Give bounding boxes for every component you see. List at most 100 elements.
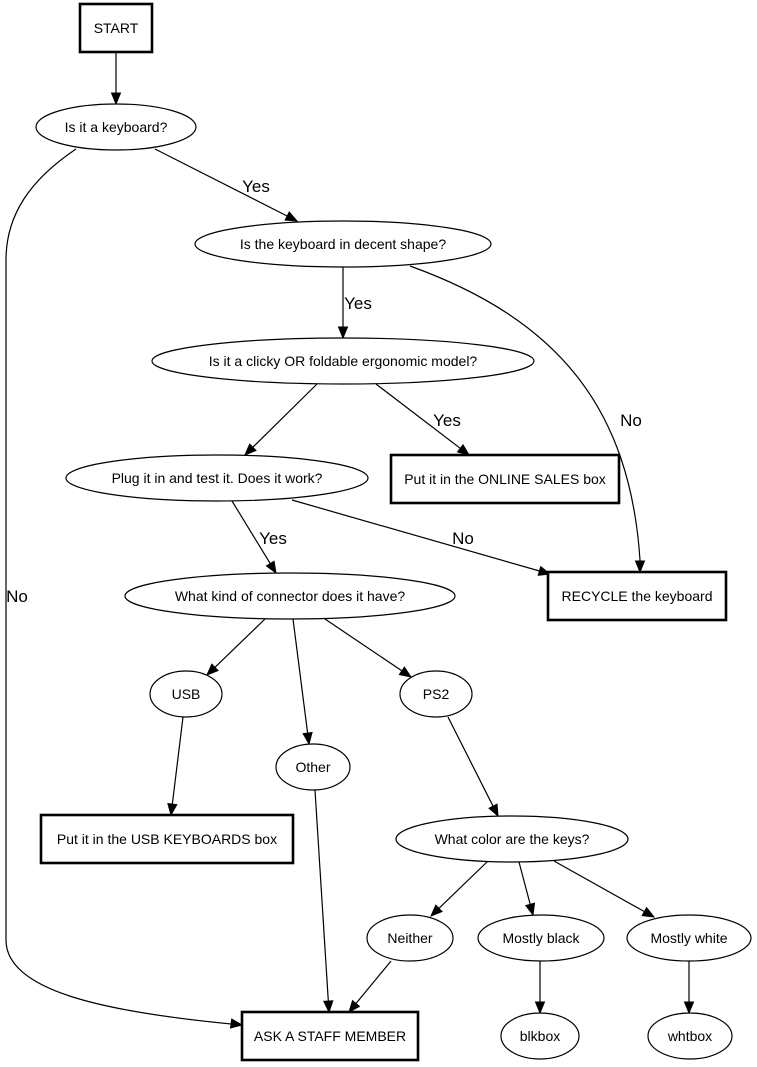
node-ps2-ellipse	[399, 670, 473, 718]
node-ps2-label: PS2	[423, 686, 450, 702]
edge-clicky-to-online-sales	[375, 383, 471, 456]
node-start[interactable]: START	[78, 2, 154, 54]
node-clicky-ellipse	[151, 337, 535, 385]
edge-other-to-ask-staff-arrowhead-icon	[323, 1000, 334, 1014]
node-mostly-white-label: Mostly white	[650, 930, 727, 946]
edge-clicky-to-plug-test-line	[251, 383, 318, 449]
edge-connector-to-ps2	[324, 618, 413, 678]
edge-mostly-black-to-blkbox	[534, 961, 546, 1015]
node-decent-shape-label: Is the keyboard in decent shape?	[240, 236, 446, 252]
node-mostly-white-ellipse	[626, 914, 752, 962]
node-whtbox-label: whtbox	[667, 1028, 712, 1044]
node-other-ellipse	[275, 743, 351, 791]
node-clicky-label: Is it a clicky OR foldable ergonomic mod…	[209, 353, 478, 369]
edge-neither-to-ask-staff-line	[354, 960, 392, 1005]
node-clicky[interactable]: Is it a clicky OR foldable ergonomic mod…	[151, 337, 535, 385]
node-connector[interactable]: What kind of connector does it have?	[124, 572, 456, 620]
edge-neither-to-ask-staff-arrowhead-icon	[348, 999, 361, 1014]
edge-connector-to-other	[292, 618, 313, 746]
edge-clicky-to-online-sales-line	[375, 383, 462, 450]
edge-is-keyboard-to-ask-staff-arrowhead-icon	[229, 1018, 244, 1029]
edge-plug-test-to-recycle-line	[291, 499, 541, 572]
node-usb-box-label: Put it in the USB KEYBOARDS box	[57, 831, 277, 847]
edge-start-to-is-keyboard	[110, 52, 122, 106]
edge-other-to-ask-staff-line	[314, 789, 329, 1003]
node-whtbox[interactable]: whtbox	[647, 1012, 733, 1060]
node-is-keyboard-ellipse	[35, 103, 197, 151]
edge-key-color-to-neither-line	[437, 860, 489, 910]
edge-is-keyboard-to-ask-staff-label: No	[6, 587, 28, 606]
edge-connector-to-ps2-arrowhead-icon	[398, 666, 413, 678]
node-start-label: START	[94, 20, 139, 36]
node-key-color-label: What color are the keys?	[435, 831, 590, 847]
edge-is-keyboard-to-decent-shape-arrowhead-icon	[284, 211, 299, 222]
edge-is-keyboard-to-decent-shape-label: Yes	[242, 177, 270, 196]
edge-decent-shape-to-recycle-label: No	[620, 411, 642, 430]
edge-clicky-to-plug-test-arrowhead-icon	[244, 443, 257, 456]
nodes-layer: START Is it a keyboard? Is the keyboard in…	[35, 2, 752, 1062]
edge-mostly-white-to-whtbox	[683, 961, 695, 1015]
edges-layer	[5, 52, 695, 1029]
edge-mostly-black-to-blkbox-arrowhead-icon	[534, 1001, 546, 1015]
edge-usb-to-usb-box-arrowhead-icon	[167, 802, 178, 817]
node-online-sales-label: Put it in the ONLINE SALES box	[404, 471, 606, 487]
node-other[interactable]: Other	[275, 743, 351, 791]
node-key-color-ellipse	[395, 815, 629, 863]
node-neither-ellipse	[366, 914, 454, 962]
edge-start-to-is-keyboard-arrowhead-icon	[110, 92, 122, 106]
node-recycle-label: RECYCLE the keyboard	[562, 588, 713, 604]
edge-is-keyboard-to-ask-staff-line	[5, 148, 243, 1026]
edge-decent-shape-to-recycle	[409, 265, 646, 574]
node-ask-staff-box	[240, 1010, 420, 1062]
node-usb-box[interactable]: Put it in the USB KEYBOARDS box	[39, 813, 295, 865]
node-online-sales[interactable]: Put it in the ONLINE SALES box	[389, 453, 621, 505]
edge-key-color-to-mostly-black-arrowhead-icon	[524, 902, 536, 917]
node-is-keyboard[interactable]: Is it a keyboard?	[35, 103, 197, 151]
edge-clicky-to-online-sales-arrowhead-icon	[456, 443, 471, 456]
edge-key-color-to-neither-arrowhead-icon	[430, 904, 443, 917]
edge-is-keyboard-to-ask-staff	[5, 148, 244, 1029]
node-mostly-black-ellipse	[477, 914, 605, 962]
node-usb[interactable]: USB	[149, 670, 223, 718]
edge-clicky-to-online-sales-label: Yes	[433, 411, 461, 430]
node-other-label: Other	[295, 759, 330, 775]
edge-connector-to-usb-arrowhead-icon	[206, 663, 219, 676]
node-blkbox-label: blkbox	[520, 1028, 560, 1044]
node-plug-test-label: Plug it in and test it. Does it work?	[112, 470, 323, 486]
node-decent-shape[interactable]: Is the keyboard in decent shape?	[194, 220, 492, 268]
edge-plug-test-to-recycle	[291, 499, 552, 576]
node-ps2[interactable]: PS2	[399, 670, 473, 718]
edge-connector-to-usb	[206, 618, 266, 676]
node-mostly-white[interactable]: Mostly white	[626, 914, 752, 962]
node-mostly-black[interactable]: Mostly black	[477, 914, 605, 962]
edge-key-color-to-mostly-black-line	[518, 861, 532, 906]
node-plug-test[interactable]: Plug it in and test it. Does it work?	[65, 454, 369, 502]
node-online-sales-box	[389, 453, 621, 505]
node-plug-test-ellipse	[65, 454, 369, 502]
node-neither[interactable]: Neither	[366, 914, 454, 962]
node-blkbox[interactable]: blkbox	[500, 1012, 580, 1060]
edge-decent-shape-to-recycle-arrowhead-icon	[634, 560, 646, 574]
node-connector-ellipse	[124, 572, 456, 620]
node-ask-staff-label: ASK A STAFF MEMBER	[254, 1028, 406, 1044]
edge-neither-to-ask-staff	[348, 960, 392, 1014]
edge-key-color-to-mostly-white-line	[553, 860, 646, 913]
node-key-color[interactable]: What color are the keys?	[395, 815, 629, 863]
edge-ps2-to-key-color	[447, 716, 499, 818]
node-usb-ellipse	[149, 670, 223, 718]
edge-plug-test-to-connector	[231, 500, 277, 575]
edge-plug-test-to-connector-line	[231, 500, 272, 565]
edge-usb-to-usb-box-line	[171, 716, 184, 806]
node-recycle[interactable]: RECYCLE the keyboard	[546, 570, 728, 622]
edge-ps2-to-key-color-arrowhead-icon	[488, 803, 499, 818]
node-connector-label: What kind of connector does it have?	[175, 588, 406, 604]
node-mostly-black-label: Mostly black	[502, 930, 580, 946]
edge-key-color-to-mostly-black	[518, 861, 536, 917]
node-whtbox-ellipse	[647, 1012, 733, 1060]
edge-plug-test-to-connector-arrowhead-icon	[265, 560, 277, 575]
edge-plug-test-to-connector-label: Yes	[259, 529, 287, 548]
edge-is-keyboard-to-decent-shape	[154, 148, 299, 222]
node-is-keyboard-label: Is it a keyboard?	[65, 119, 168, 135]
node-ask-staff[interactable]: ASK A STAFF MEMBER	[240, 1010, 420, 1062]
